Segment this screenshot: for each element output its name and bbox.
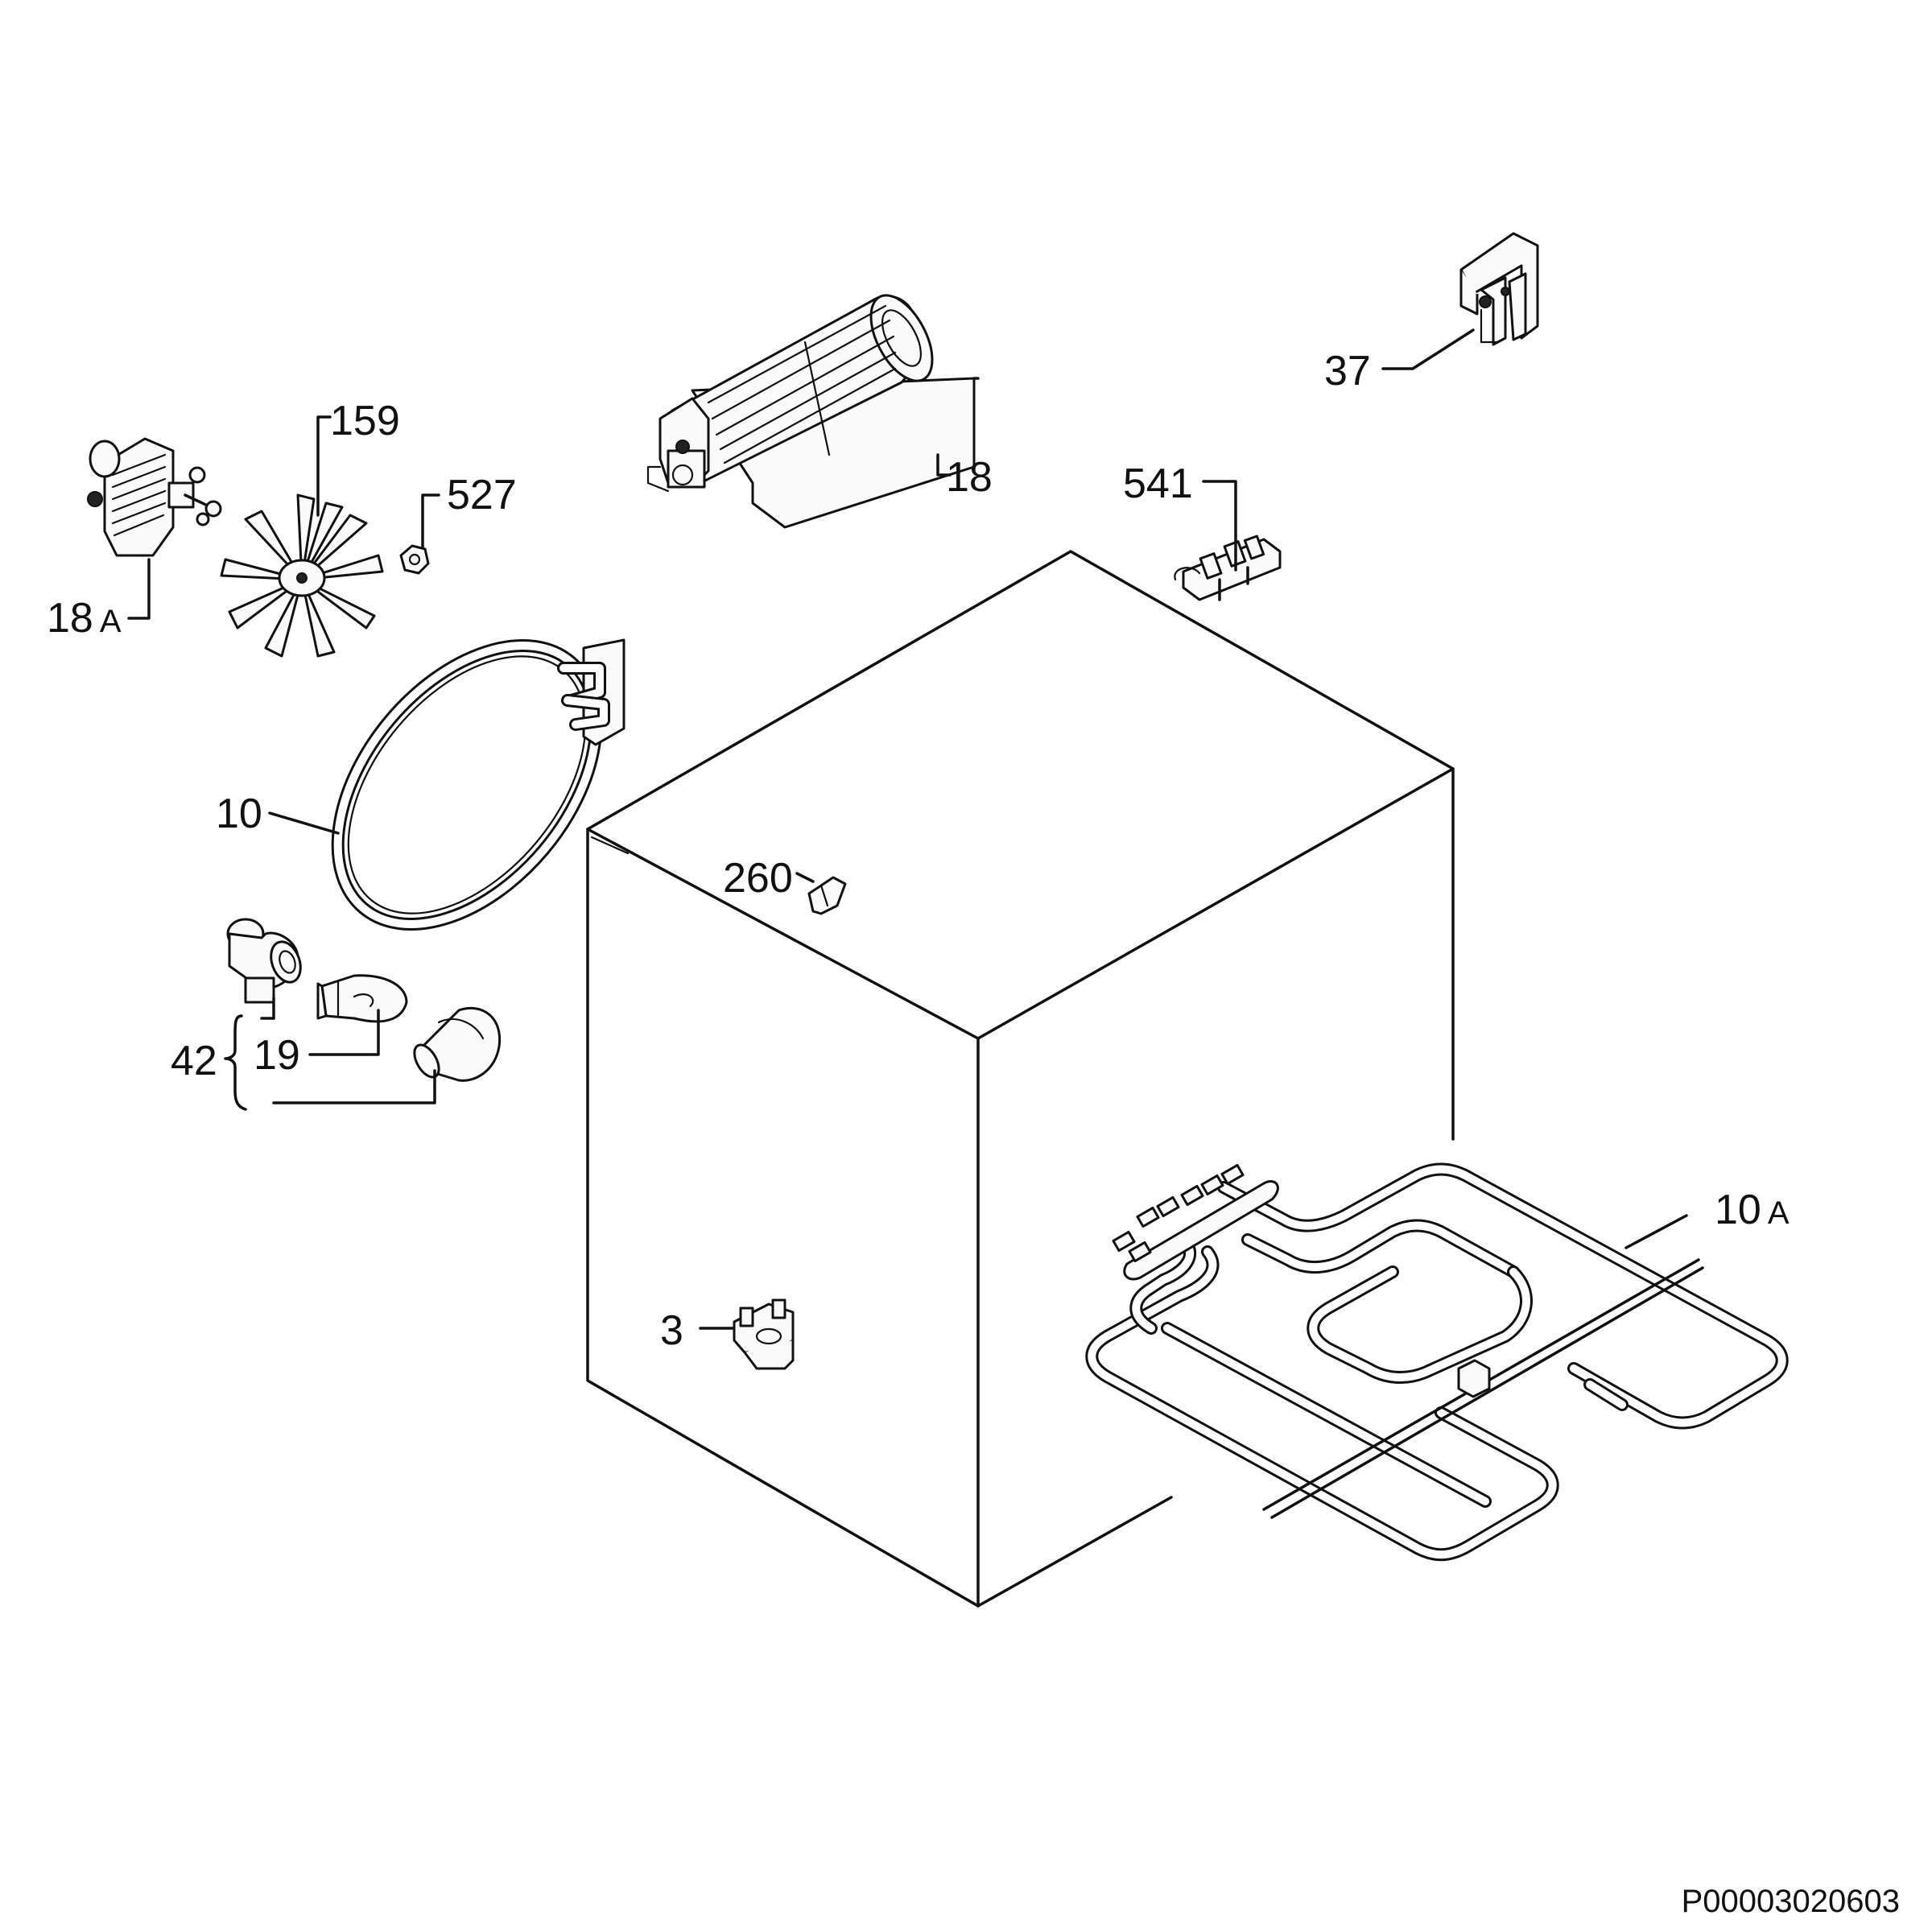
callout-260: 260 [723,855,793,902]
part-37-connector [1459,232,1539,346]
callout-10: 10 [216,791,262,837]
callout-18a-suffix: A [100,604,122,639]
callout-10a-number: 10 [1715,1187,1761,1233]
part-260-clip [807,876,847,915]
part-159-fan-blade [220,493,384,658]
callout-541: 541 [1123,460,1193,507]
part-19-lamp-bulb [316,974,408,1023]
part-10a-grill-element [1085,1162,1789,1562]
callout-527: 527 [447,472,517,518]
part-lamp-glass-cover [413,1006,502,1082]
part-3-thermostat [733,1298,795,1370]
leader-lines [127,328,1688,1330]
callout-37: 37 [1324,348,1371,394]
part-10-circular-element [331,638,625,931]
oven-cavity [586,550,1455,1608]
callout-42: 42 [171,1038,217,1084]
part-541-terminal-block [1174,535,1282,601]
document-id: P00003020603 [1682,1884,1900,1919]
callout-18: 18 [946,454,993,501]
callout-10a-suffix: A [1768,1195,1790,1231]
part-lamp-housing [226,918,302,1004]
callout-18a-number: 18 [47,595,93,642]
callout-19: 19 [254,1032,300,1079]
part-527-nut [399,544,430,575]
part-18a-fan-motor [87,437,222,557]
callout-3: 3 [660,1307,683,1354]
part-18-tangential-fan [646,294,980,529]
callout-159: 159 [330,398,400,444]
